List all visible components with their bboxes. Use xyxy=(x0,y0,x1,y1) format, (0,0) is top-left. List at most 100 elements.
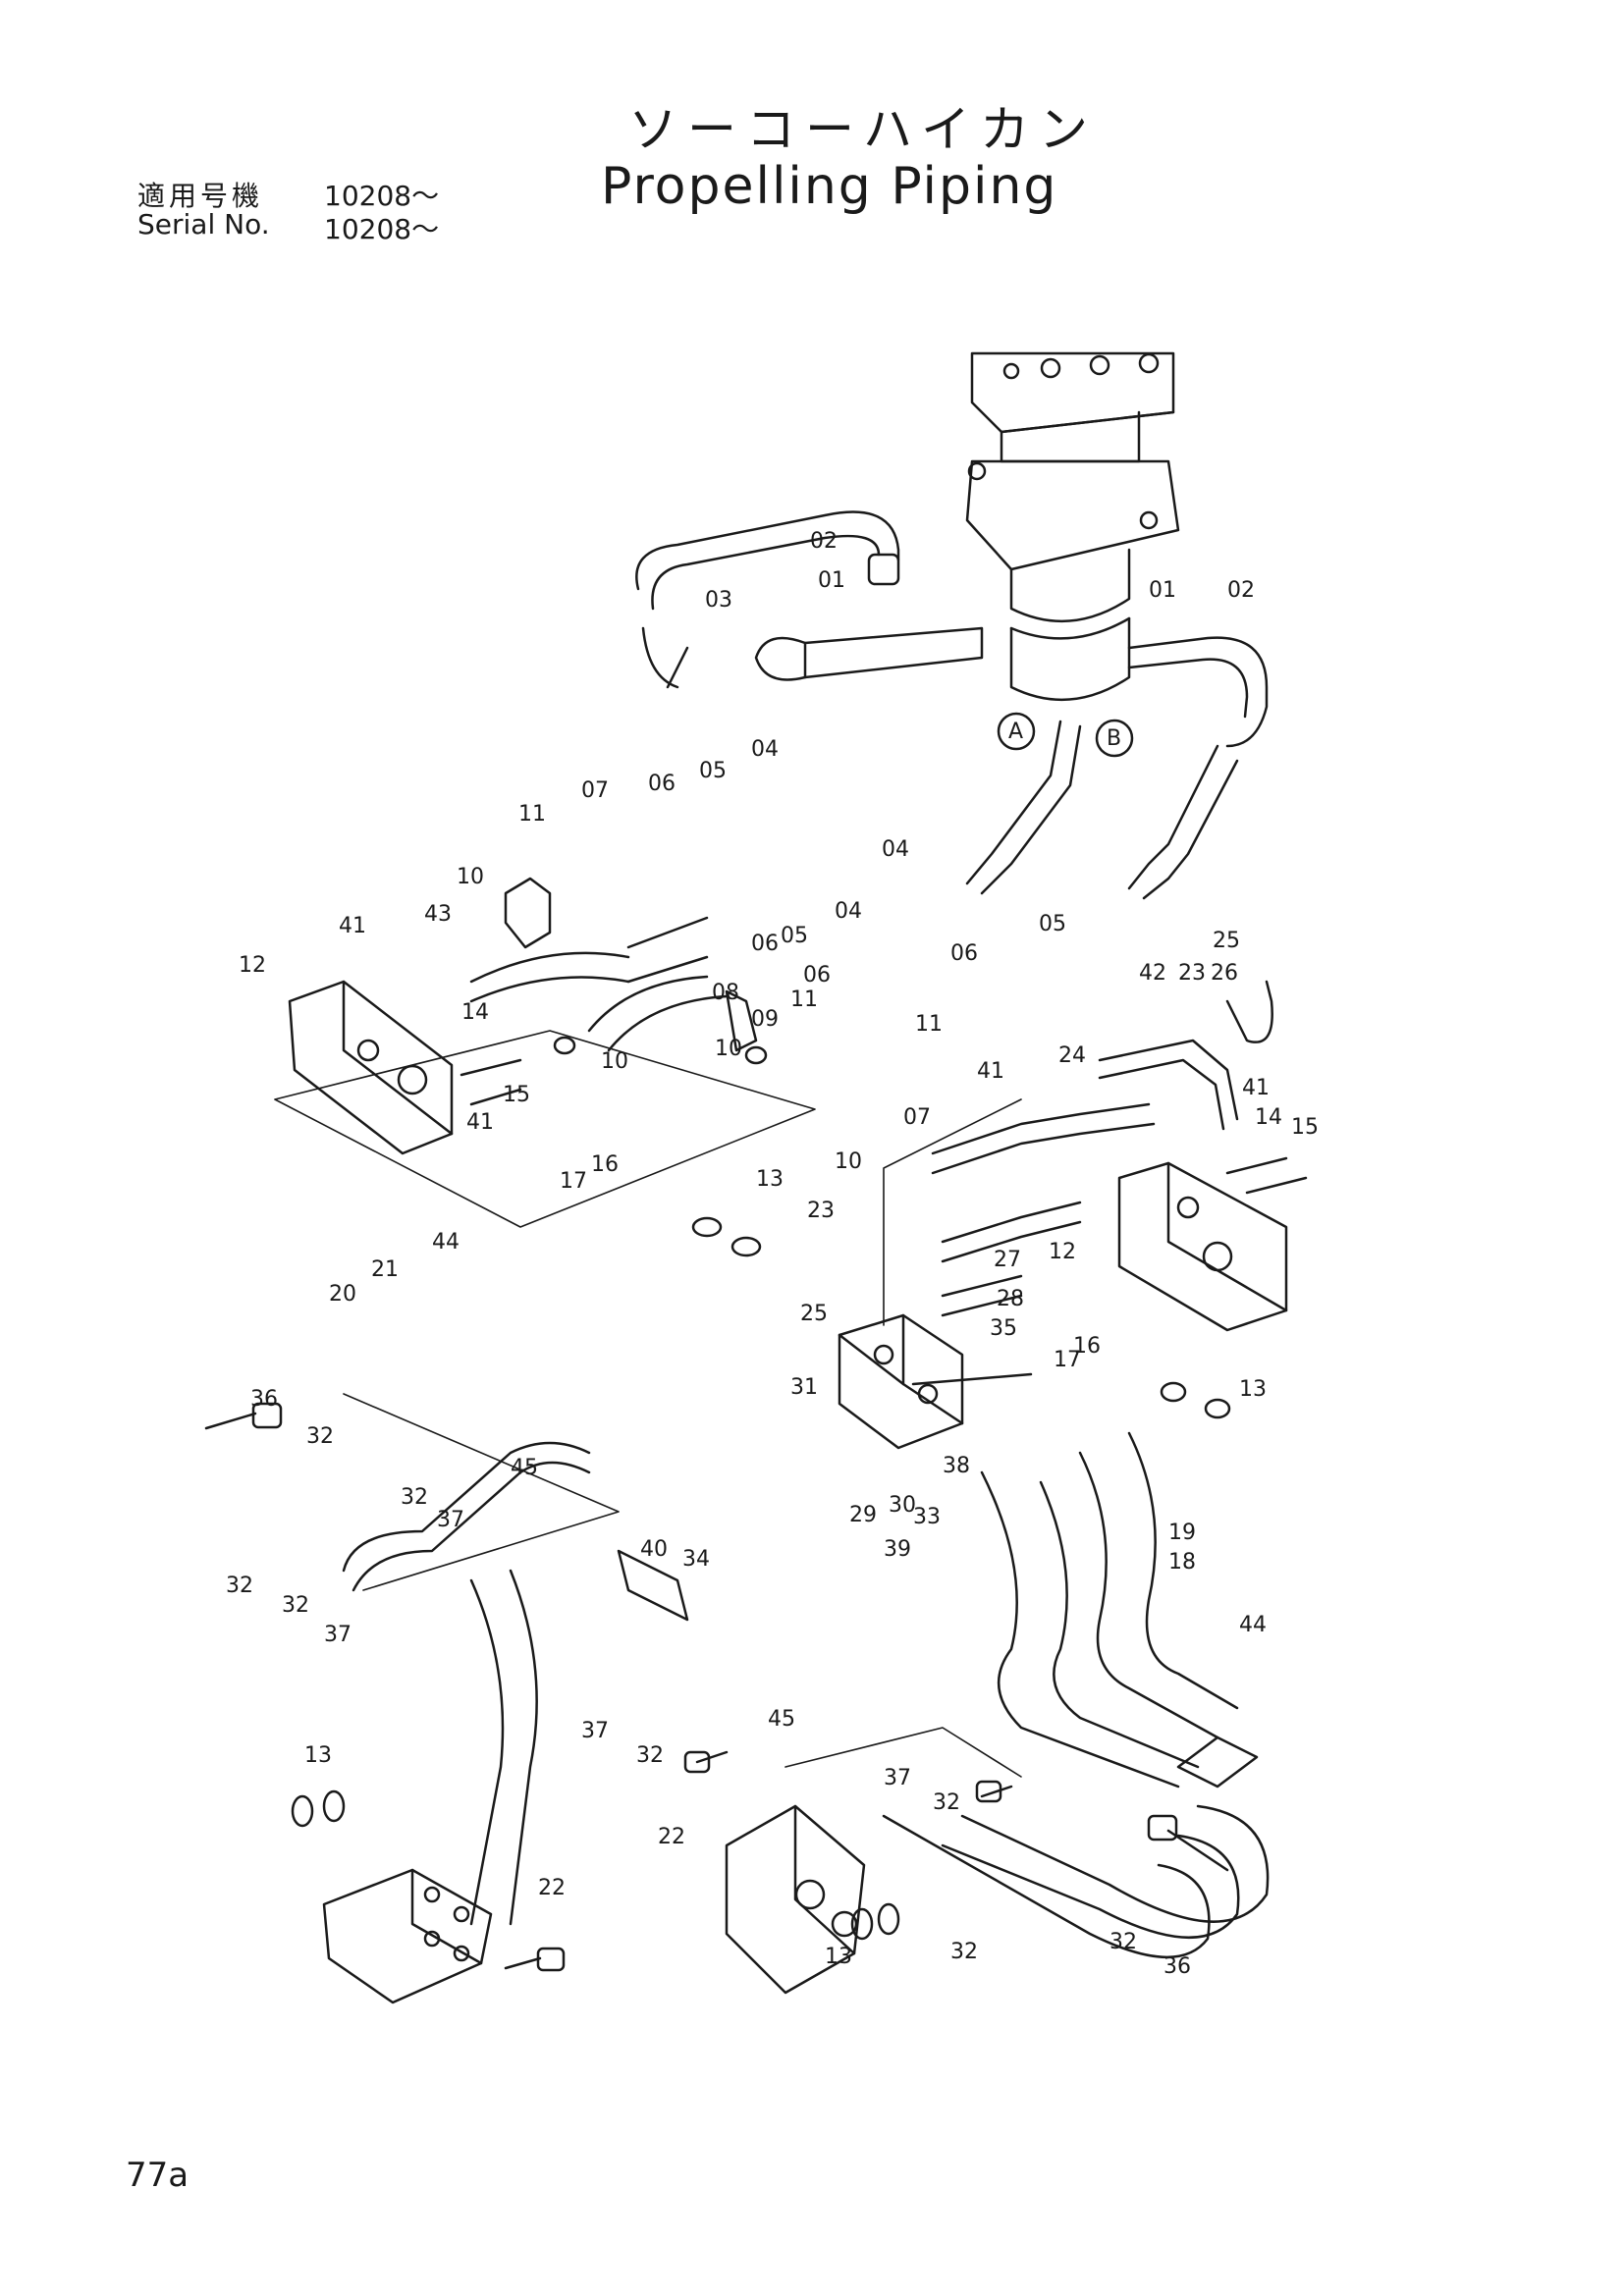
callout-label: 20 xyxy=(329,1282,356,1307)
callout-label: 39 xyxy=(884,1537,911,1562)
callout-label: 16 xyxy=(591,1152,619,1177)
left-control-valve xyxy=(288,877,758,1155)
serial-label: Serial No. xyxy=(137,208,270,240)
callout-label: 32 xyxy=(282,1593,309,1618)
callout-label: 05 xyxy=(1039,912,1066,936)
callout-label: 34 xyxy=(682,1547,710,1572)
upper-hoses: A B xyxy=(635,510,1269,900)
callout-label: 08 xyxy=(712,981,739,1005)
page-title: Propelling Piping xyxy=(601,157,1058,216)
callout-label: 32 xyxy=(636,1743,664,1768)
serial-label-japanese: 適用号機 xyxy=(137,180,264,212)
marker-a: A xyxy=(1008,720,1023,744)
callout-label: 13 xyxy=(304,1743,332,1768)
callout-label: 28 xyxy=(997,1287,1024,1311)
callout-label: 13 xyxy=(756,1167,784,1192)
callout-label: 06 xyxy=(751,932,779,956)
callout-label: 41 xyxy=(339,914,366,938)
lower-loop-hoses xyxy=(342,1431,1270,1958)
callout-label: 36 xyxy=(1163,1954,1191,1979)
callout-label: 37 xyxy=(884,1766,911,1790)
marker-b: B xyxy=(1107,726,1121,751)
callout-label: 21 xyxy=(371,1257,399,1282)
callout-label: 02 xyxy=(810,529,838,554)
callout-label: 45 xyxy=(511,1456,538,1480)
callout-label: 01 xyxy=(818,568,845,593)
callout-label: 44 xyxy=(432,1230,460,1255)
callout-label: 29 xyxy=(849,1503,877,1527)
callout-label: 17 xyxy=(560,1169,587,1194)
callout-labels: 02 01 03 01 02 04 05 06 07 11 10 41 43 1… xyxy=(226,529,1319,1979)
callout-label: 18 xyxy=(1168,1550,1196,1575)
callout-label: 36 xyxy=(250,1387,278,1412)
callout-label: 05 xyxy=(699,759,727,783)
right-control-valve xyxy=(1117,1161,1288,1332)
reference-lines xyxy=(274,1030,1022,1778)
callout-label: 06 xyxy=(803,963,831,988)
callout-label: 16 xyxy=(1073,1334,1101,1359)
callout-label: 11 xyxy=(915,1012,943,1037)
callout-label: 02 xyxy=(1227,578,1255,603)
callout-label: 37 xyxy=(581,1719,609,1743)
callout-label: 15 xyxy=(1291,1115,1319,1140)
callout-label: 27 xyxy=(994,1248,1021,1272)
serial-value: 10208～ xyxy=(324,213,440,245)
callout-label: 32 xyxy=(401,1485,428,1510)
callout-label: 45 xyxy=(768,1707,795,1732)
callout-label: 30 xyxy=(889,1493,916,1518)
callout-label: 41 xyxy=(466,1110,494,1135)
callout-label: 07 xyxy=(581,778,609,803)
callout-label: 38 xyxy=(943,1454,970,1478)
page-title-japanese: ソーコーハイカン xyxy=(628,101,1098,158)
callout-label: 10 xyxy=(835,1149,862,1174)
callout-label: 12 xyxy=(1049,1240,1076,1264)
callout-label: 11 xyxy=(790,988,818,1012)
bolts xyxy=(204,1058,1308,1972)
page-number: 77a xyxy=(126,2156,189,2195)
callout-label: 05 xyxy=(781,924,808,948)
callout-label: 24 xyxy=(1058,1043,1086,1068)
callout-label: 10 xyxy=(715,1037,742,1061)
callout-label: 06 xyxy=(950,941,978,966)
callout-label: 23 xyxy=(807,1199,835,1223)
callout-label: 13 xyxy=(825,1945,852,1969)
callout-label: 22 xyxy=(658,1825,685,1849)
callout-label: 37 xyxy=(324,1623,352,1647)
center-block xyxy=(838,1313,1033,1450)
callout-label: 04 xyxy=(751,737,779,762)
callout-label: 10 xyxy=(601,1049,628,1074)
callout-label: 14 xyxy=(1255,1105,1282,1130)
callout-label: 32 xyxy=(950,1940,978,1964)
callout-label: 10 xyxy=(457,865,484,889)
travel-motor xyxy=(965,351,1180,702)
callout-label: 07 xyxy=(903,1105,931,1130)
callout-label: 32 xyxy=(226,1574,253,1598)
callout-label: 13 xyxy=(1239,1377,1267,1402)
serial-value-japanese: 10208～ xyxy=(324,180,440,212)
callout-label: 35 xyxy=(990,1316,1017,1341)
callout-label: 32 xyxy=(933,1790,960,1815)
callout-label: 44 xyxy=(1239,1613,1267,1637)
callout-label: 01 xyxy=(1149,578,1176,603)
callout-label: 22 xyxy=(538,1876,566,1900)
callout-label: 41 xyxy=(977,1059,1004,1084)
callout-label: 32 xyxy=(1109,1930,1137,1954)
callout-label: 11 xyxy=(518,802,546,827)
callout-label: 12 xyxy=(239,953,266,978)
callout-label: 25 xyxy=(800,1302,828,1326)
callout-label: 04 xyxy=(835,899,862,924)
mid-hoses xyxy=(931,980,1273,1317)
callout-label: 41 xyxy=(1242,1076,1270,1100)
callout-label: 14 xyxy=(461,1000,489,1025)
callout-label: 31 xyxy=(790,1375,818,1400)
callout-label: 15 xyxy=(503,1083,530,1107)
callout-label: 42 xyxy=(1139,961,1166,986)
callout-label: 03 xyxy=(705,588,732,613)
callout-label: 32 xyxy=(306,1424,334,1449)
callout-label: 06 xyxy=(648,772,676,796)
callout-label: 19 xyxy=(1168,1521,1196,1545)
callout-label: 04 xyxy=(882,837,909,862)
callout-label: 09 xyxy=(751,1007,779,1032)
callout-label: 26 xyxy=(1211,961,1238,986)
bottom-right-block xyxy=(725,1804,866,1995)
